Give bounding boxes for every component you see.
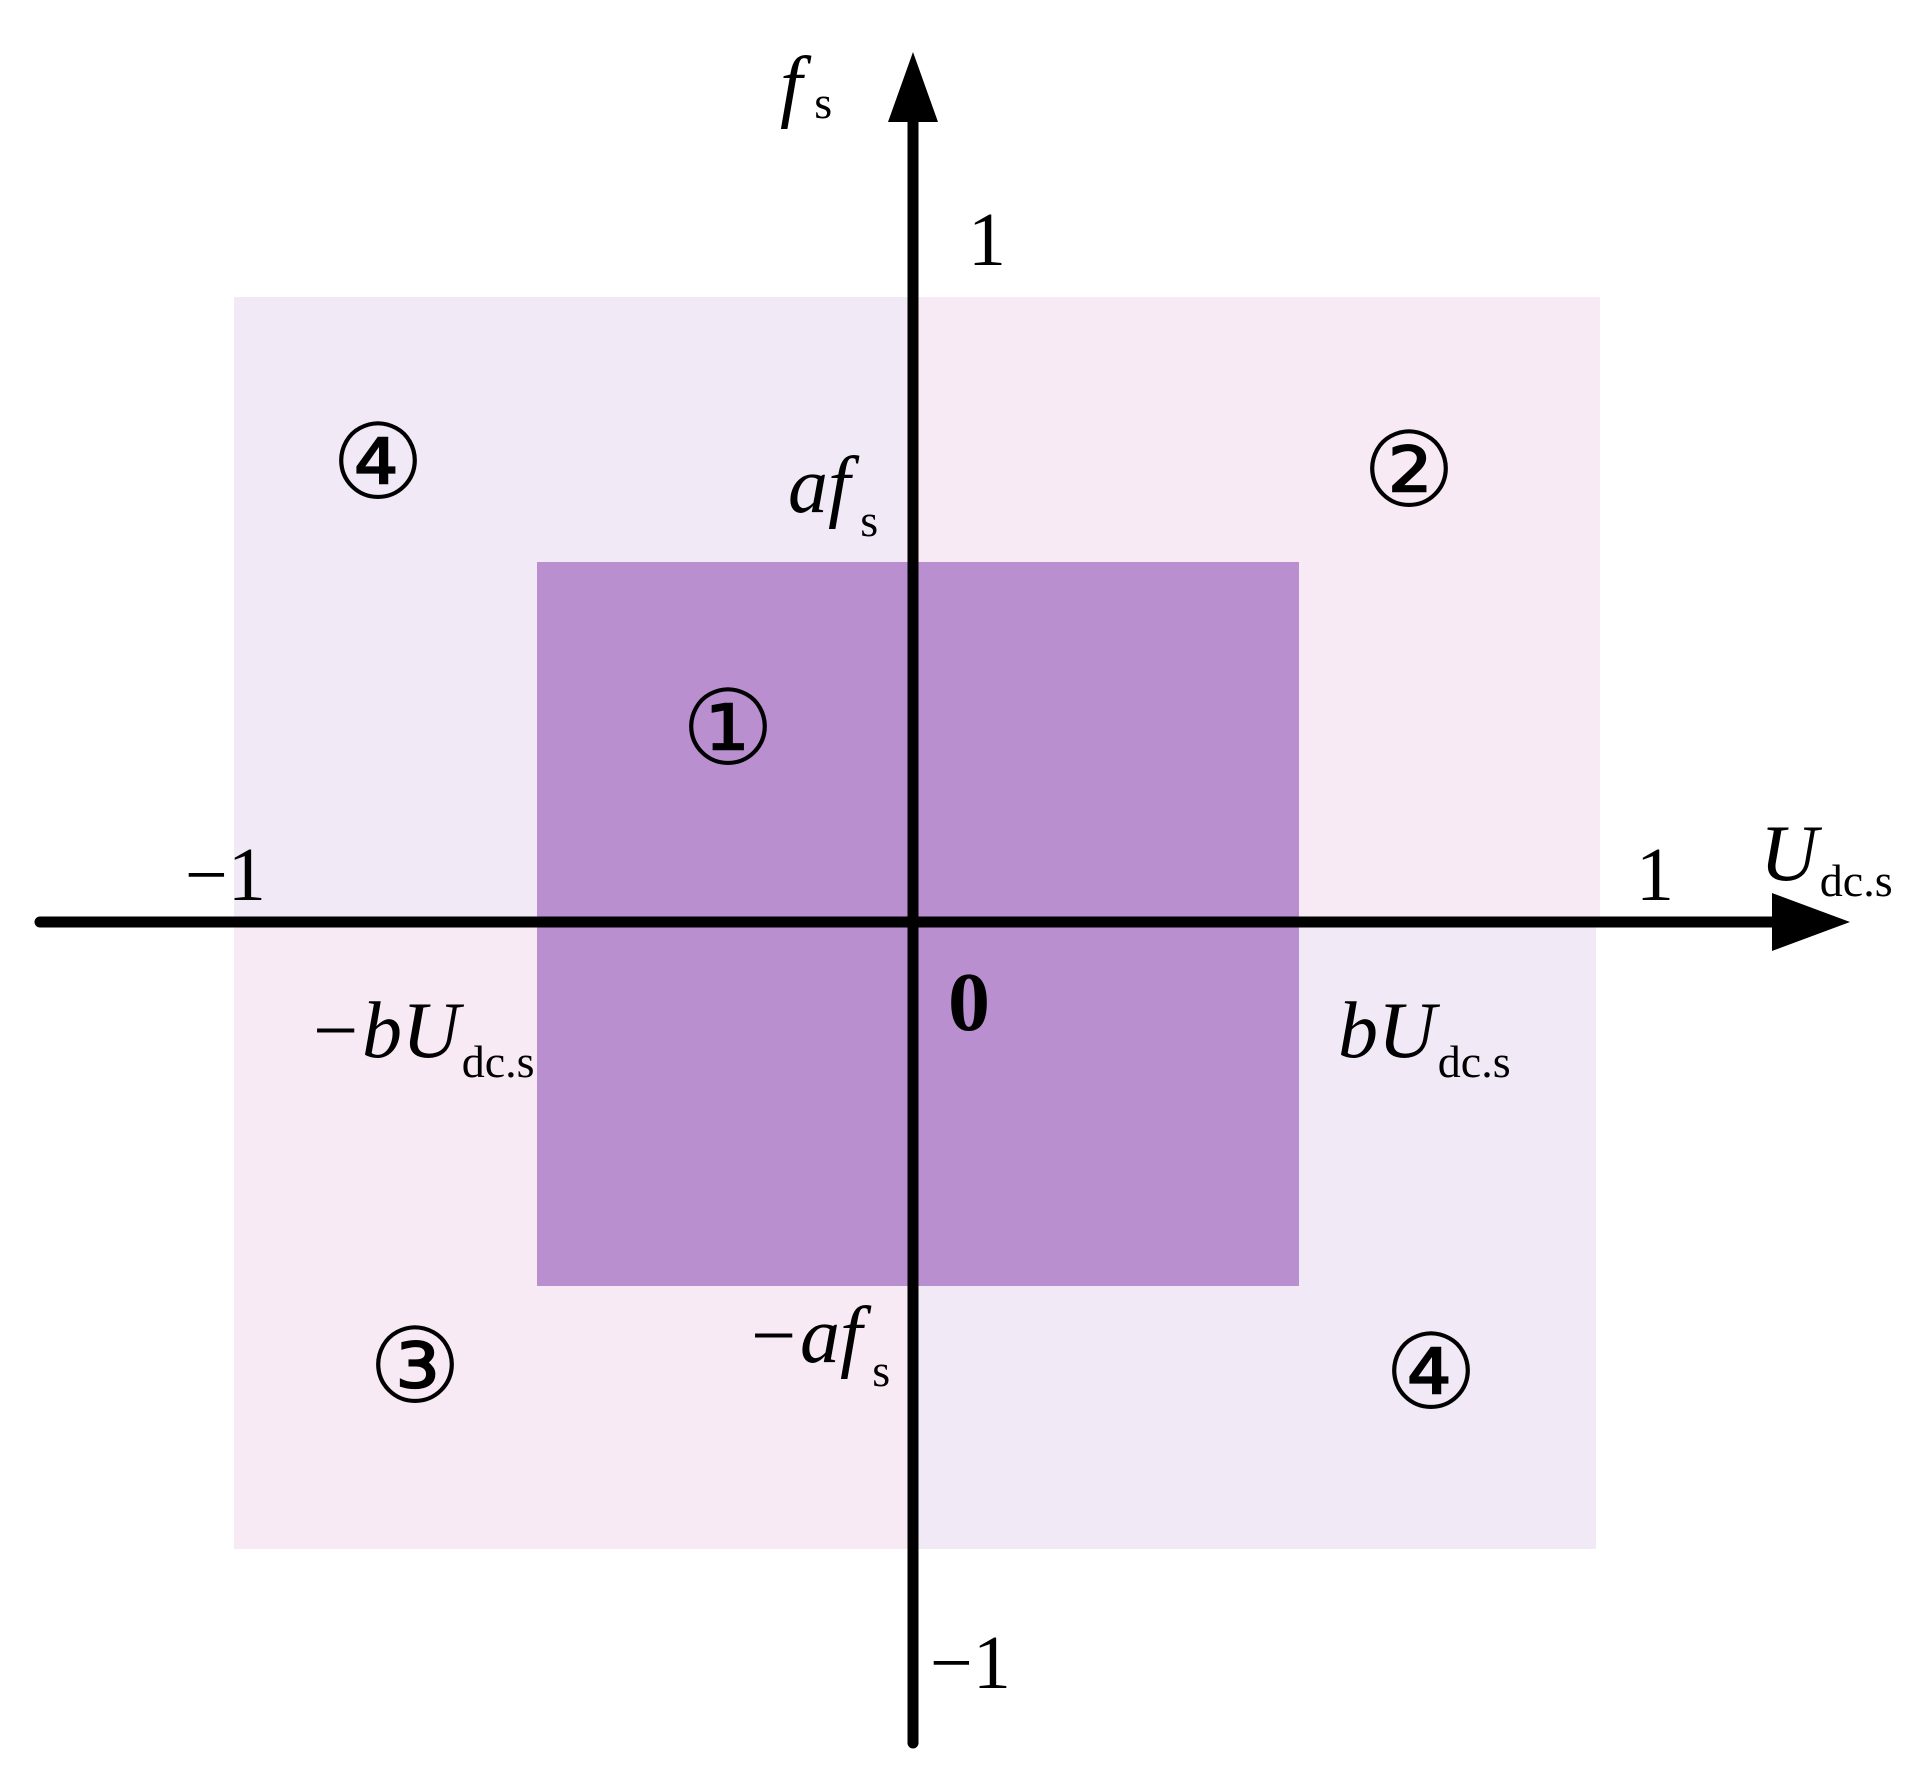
y-axis-arrowhead <box>888 52 938 122</box>
y-tick-negative: −1 <box>930 1621 1011 1705</box>
x-axis-arrowhead <box>1772 893 1850 951</box>
region-label-inner: ① <box>681 672 774 787</box>
origin-label: 0 <box>948 956 990 1049</box>
region-label-upper-right: ② <box>1362 414 1455 529</box>
region-label-upper-left: ④ <box>331 406 424 521</box>
threshold-label-right: bUdc.s <box>1338 987 1511 1087</box>
x-tick-negative: −1 <box>185 833 266 917</box>
region-label-lower-right: ④ <box>1384 1316 1477 1431</box>
x-axis-name: Udc.s <box>1760 810 1893 906</box>
x-tick-positive: 1 <box>1636 833 1674 917</box>
y-tick-positive: 1 <box>968 198 1006 282</box>
region-label-lower-left: ③ <box>368 1310 461 1425</box>
threshold-label-left: −bUdc.s <box>308 987 535 1087</box>
